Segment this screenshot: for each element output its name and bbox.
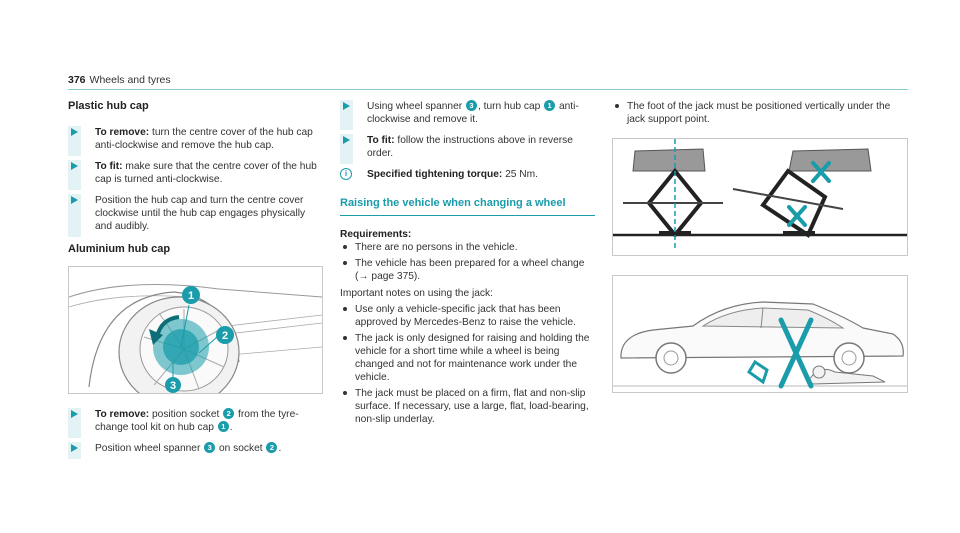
badge-1: 1: [217, 421, 229, 432]
step-arrow-icon: [343, 136, 350, 144]
list-item: The vehicle has been prepared for a whee…: [340, 257, 595, 283]
callout-2: 2: [222, 330, 228, 342]
step-using-spanner: Using wheel spanner 3, turn hub cap 1 an…: [340, 100, 595, 130]
column-left: Plastic hub cap To remove: turn the cent…: [68, 100, 323, 463]
step-arrow-icon: [71, 162, 78, 170]
step-arrow-icon: [71, 128, 78, 136]
list-item: The jack must be placed on a firm, flat …: [340, 387, 595, 426]
callout-3: 3: [170, 380, 176, 392]
chapter-title: Wheels and tyres: [89, 74, 171, 86]
notes-intro: Important notes on using the jack:: [340, 288, 493, 299]
jack-notes-list: Use only a vehicle-specific jack that ha…: [340, 303, 595, 426]
requirements-list: There are no persons in the vehicle. The…: [340, 241, 595, 283]
column-middle: Using wheel spanner 3, turn hub cap 1 an…: [340, 100, 595, 429]
requirements-label: Requirements:: [340, 229, 412, 240]
step-arrow-icon: [71, 196, 78, 204]
badge-2: 2: [223, 408, 235, 419]
list-item: The foot of the jack must be positioned …: [612, 100, 907, 126]
step-arrow-icon: [343, 102, 350, 110]
callout-1: 1: [188, 290, 194, 302]
step-remove-aluminium: To remove: position socket 2 from the ty…: [68, 408, 323, 438]
badge-3: 3: [204, 442, 216, 453]
car-on-jack-illustration: [612, 275, 908, 393]
step-position-plastic: Position the hub cap and turn the centre…: [68, 194, 323, 237]
badge-1: 1: [544, 100, 556, 111]
step-remove-plastic: To remove: turn the centre cover of the …: [68, 126, 323, 156]
jack-orientation-illustration: [612, 138, 908, 256]
info-icon: i: [340, 168, 352, 180]
column-right: The foot of the jack must be positioned …: [612, 100, 908, 393]
heading-aluminium-hub-cap: Aluminium hub cap: [68, 243, 171, 255]
badge-3: 3: [465, 100, 477, 111]
step-arrow-icon: [71, 444, 78, 452]
step-fit-plastic: To fit: make sure that the centre cover …: [68, 160, 323, 190]
page-number: 376: [68, 74, 86, 86]
list-item: The jack is only designed for raising an…: [340, 332, 595, 384]
jack-position-list: The foot of the jack must be positioned …: [612, 100, 907, 126]
list-item: There are no persons in the vehicle.: [340, 241, 595, 254]
step-arrow-icon: [71, 410, 78, 418]
step-fit-aluminium: To fit: follow the instructions above in…: [340, 134, 595, 164]
torque-note: i Specified tightening torque: 25 Nm.: [340, 168, 595, 181]
list-item: Use only a vehicle-specific jack that ha…: [340, 303, 595, 329]
heading-plastic-hub-cap: Plastic hub cap: [68, 100, 149, 112]
step-position-spanner: Position wheel spanner 3 on socket 2.: [68, 442, 323, 459]
section-heading-raising-vehicle: Raising the vehicle when changing a whee…: [340, 197, 595, 216]
badge-2: 2: [266, 442, 278, 453]
wheel-hub-cap-illustration: 1 2 3: [68, 266, 323, 408]
